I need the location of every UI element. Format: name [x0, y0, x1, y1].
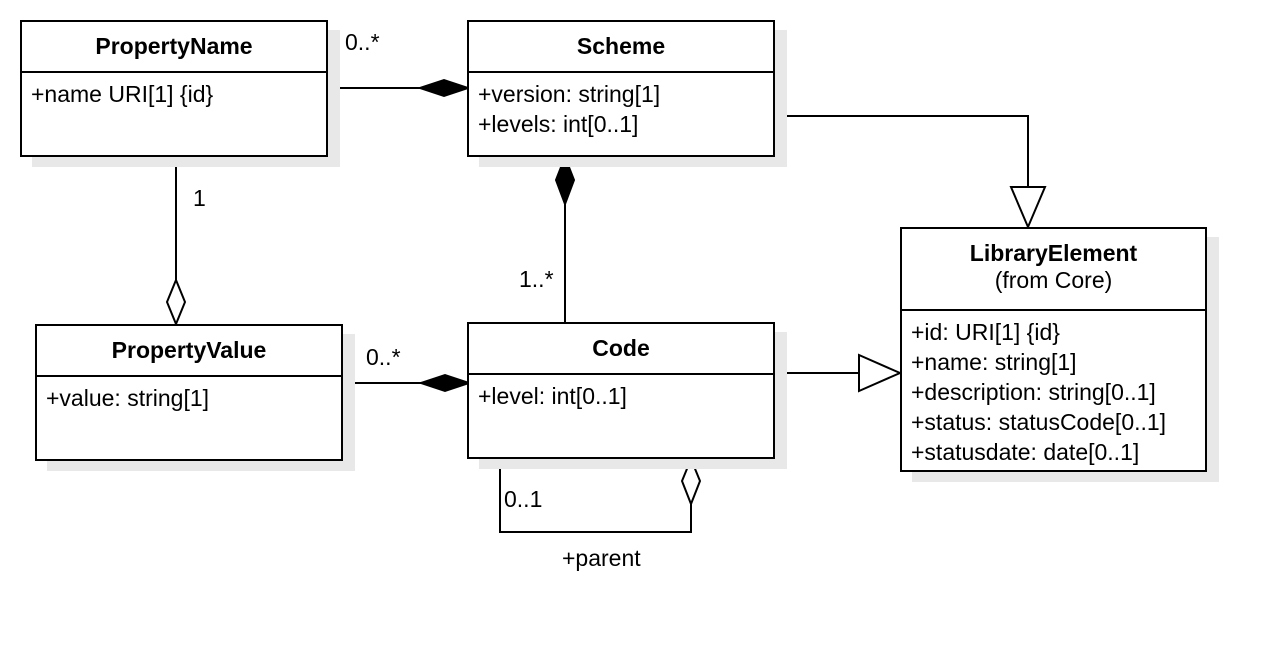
role-label: +parent — [562, 545, 641, 571]
attribute: +id: URI[1] {id} — [911, 319, 1060, 345]
class-name: Code — [592, 335, 650, 361]
attribute-list: +version: string[1] +levels: int[0..1] — [469, 73, 773, 139]
class-header: PropertyValue — [37, 326, 341, 377]
attribute-list: +id: URI[1] {id} +name: string[1] +descr… — [902, 311, 1205, 467]
attribute: +name: string[1] — [911, 349, 1077, 375]
class-name: Scheme — [576, 33, 666, 59]
attribute: +version: string[1] — [478, 81, 661, 107]
class-header: LibraryElement (from Core) — [902, 229, 1205, 311]
code-class: Code +level: int[0..1] — [467, 322, 775, 459]
scheme-generalization — [775, 115, 1029, 187]
propertyname-class: PropertyName +name URI[1] {id} — [20, 20, 328, 157]
aggregation-diamond-icon — [680, 456, 702, 507]
multiplicity-label: 1 — [193, 185, 206, 211]
class-header: Code — [469, 324, 773, 375]
generalization-arrow-icon — [1009, 186, 1047, 230]
composition-diamond-icon — [416, 78, 472, 98]
multiplicity-label: 0..1 — [504, 486, 543, 512]
propertyvalue-class: PropertyValue +value: string[1] — [35, 324, 343, 461]
class-name: PropertyName — [95, 33, 253, 59]
multiplicity-label: 1..* — [519, 266, 554, 292]
attribute: +levels: int[0..1] — [478, 111, 639, 137]
attribute-list: +value: string[1] — [37, 377, 341, 413]
class-header: Scheme — [469, 22, 773, 73]
libraryelement-class: LibraryElement (from Core) +id: URI[1] {… — [900, 227, 1207, 472]
composition-diamond-icon — [554, 154, 576, 207]
scheme-class: Scheme +version: string[1] +levels: int[… — [467, 20, 775, 157]
attribute: +description: string[0..1] — [911, 379, 1156, 405]
attribute: +value: string[1] — [46, 385, 210, 411]
attribute: +statusdate: date[0..1] — [911, 439, 1140, 465]
class-package-note: (from Core) — [994, 267, 1113, 293]
generalization-arrow-icon — [858, 353, 903, 393]
attribute-list: +level: int[0..1] — [469, 375, 773, 411]
class-name: PropertyValue — [111, 337, 267, 363]
attribute: +level: int[0..1] — [478, 383, 627, 409]
class-name: LibraryElement — [969, 240, 1138, 266]
multiplicity-label: 0..* — [366, 344, 401, 370]
aggregation-diamond-icon — [165, 277, 187, 327]
multiplicity-label: 0..* — [345, 29, 380, 55]
code-parent-association — [499, 459, 692, 533]
composition-diamond-icon — [417, 373, 473, 393]
attribute-list: +name URI[1] {id} — [22, 73, 326, 109]
attribute: +status: statusCode[0..1] — [911, 409, 1167, 435]
attribute: +name URI[1] {id} — [31, 81, 214, 107]
class-header: PropertyName — [22, 22, 326, 73]
